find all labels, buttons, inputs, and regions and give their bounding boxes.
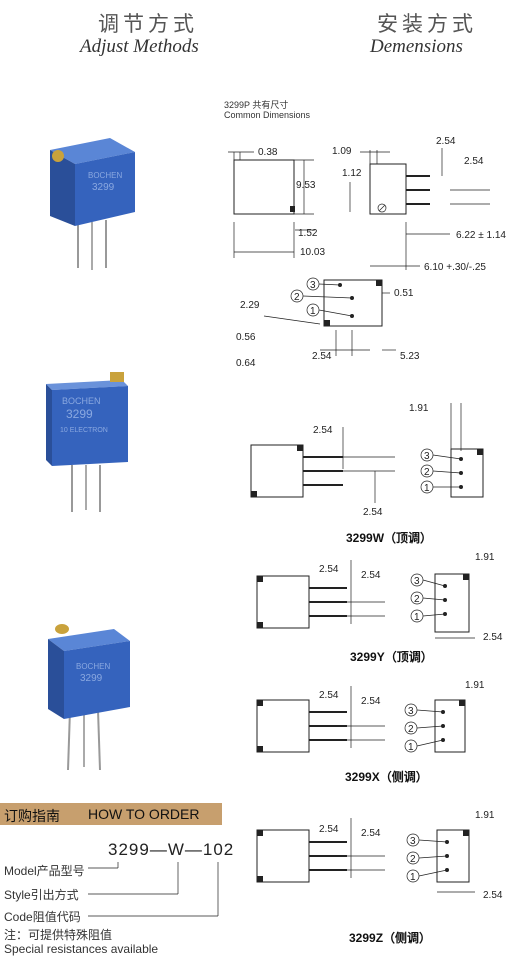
x-dim-2: 2.54 (361, 696, 381, 707)
dim-1-09: 1.09 (332, 146, 352, 157)
y-dim-4: 2.54 (483, 632, 503, 643)
y-pin-1: 1 (414, 612, 420, 623)
pin-2-label: 2 (294, 292, 300, 303)
dim-1-52: 1.52 (298, 228, 318, 239)
order-legend-code: Code阻值代码 (4, 910, 81, 924)
order-note-cn: 注：可提供特殊阻值 (4, 928, 113, 942)
z-dim-1: 2.54 (319, 824, 339, 835)
trimmer-photo-3: BOCHEN 3299 (48, 624, 130, 771)
order-note-en: Special resistances available (4, 942, 159, 956)
dim-0-38: 0.38 (258, 147, 278, 158)
photo2-brand: BOCHEN (62, 396, 101, 406)
common-dimensions-drawing: 0.38 9.53 1.52 10.03 1.09 1.12 2.54 2.54… (228, 136, 506, 369)
dim-2-54-c: 2.54 (312, 351, 332, 362)
trimmer-photo-2: BOCHEN 3299 10 ELECTRON (46, 372, 128, 512)
order-legend-style: Style引出方式 (4, 888, 79, 902)
dim-1-12: 1.12 (342, 168, 362, 179)
w-dim-3: 1.91 (409, 403, 429, 414)
w-pin-3: 3 (424, 451, 430, 462)
dim-5-23: 5.23 (400, 351, 420, 362)
order-leader-lines (88, 862, 219, 917)
order-title-en: HOW TO ORDER (88, 806, 200, 822)
dim-6-22: 6.22 ± 1.14 (456, 230, 506, 241)
y-pin-2: 2 (414, 594, 420, 605)
x-pin-1: 1 (408, 742, 414, 753)
how-to-order-bar (0, 803, 222, 825)
y-pin-3: 3 (414, 576, 420, 587)
dim-0-51: 0.51 (394, 288, 414, 299)
trimmer-photo-1: BOCHEN 3299 (50, 138, 135, 270)
dimensions-en-title: Demensions (370, 36, 463, 57)
adjust-methods-en-title: Adjust Methods (80, 36, 199, 57)
w-dim-2: 2.54 (363, 507, 383, 518)
z-pin-2: 2 (410, 854, 416, 865)
dim-2-54-b: 2.54 (464, 156, 484, 167)
photo3-model: 3299 (80, 673, 103, 684)
z-dim-2: 2.54 (361, 828, 381, 839)
variant-x-caption: 3299X（侧调） (345, 770, 428, 784)
y-dim-3: 1.91 (475, 552, 495, 563)
variant-z-caption: 3299Z（侧调） (349, 931, 432, 945)
variant-y-drawing: 2.54 2.54 1.91 3 2 1 2.54 (256, 552, 503, 643)
common-dims-title: 3299P 共有尺寸 (224, 100, 289, 110)
order-part-number: 3299—W—102 (108, 840, 235, 859)
pin-3-label: 3 (310, 280, 316, 291)
x-pin-3: 3 (408, 706, 414, 717)
y-dim-1: 2.54 (319, 564, 339, 575)
z-pin-1: 1 (410, 872, 416, 883)
dim-10-03: 10.03 (300, 247, 325, 258)
variant-w-caption: 3299W（顶调） (346, 531, 433, 545)
variant-w-drawing: 2.54 2.54 1.91 3 2 1 (250, 403, 484, 518)
y-dim-2: 2.54 (361, 570, 381, 581)
dim-2-54-a: 2.54 (436, 136, 456, 147)
w-pin-2: 2 (424, 467, 430, 478)
variant-z-drawing: 2.54 2.54 1.91 3 2 1 2.54 (256, 810, 503, 901)
dim-9-53: 9.53 (296, 180, 316, 191)
photo2-sub: 10 ELECTRON (60, 427, 108, 434)
x-pin-2: 2 (408, 724, 414, 735)
w-dim-1: 2.54 (313, 425, 333, 436)
photo2-model: 3299 (66, 407, 93, 421)
dim-0-64: 0.64 (236, 358, 256, 369)
adjust-methods-cn-title: 调节方式 (98, 12, 198, 36)
dim-0-56: 0.56 (236, 332, 256, 343)
x-dim-1: 2.54 (319, 690, 339, 701)
z-pin-3: 3 (410, 836, 416, 847)
z-dim-3: 1.91 (475, 810, 495, 821)
dim-6-10: 6.10 +.30/-.25 (424, 262, 486, 273)
order-title-cn: 订购指南 (4, 808, 60, 824)
common-dims-subtitle: Common Dimensions (224, 110, 311, 120)
dim-2-29: 2.29 (240, 300, 260, 311)
pin-1-label: 1 (310, 306, 316, 317)
order-legend-model: Model产品型号 (4, 864, 85, 878)
variant-y-caption: 3299Y（顶调） (350, 650, 433, 664)
dimensions-cn-title: 安装方式 (377, 12, 477, 36)
photo1-model: 3299 (92, 182, 115, 193)
x-dim-3: 1.91 (465, 680, 485, 691)
photo3-brand: BOCHEN (76, 662, 110, 671)
z-dim-4: 2.54 (483, 890, 503, 901)
variant-x-drawing: 2.54 2.54 1.91 3 2 1 (256, 680, 485, 753)
photo1-brand: BOCHEN (88, 171, 122, 180)
w-pin-1: 1 (424, 483, 430, 494)
